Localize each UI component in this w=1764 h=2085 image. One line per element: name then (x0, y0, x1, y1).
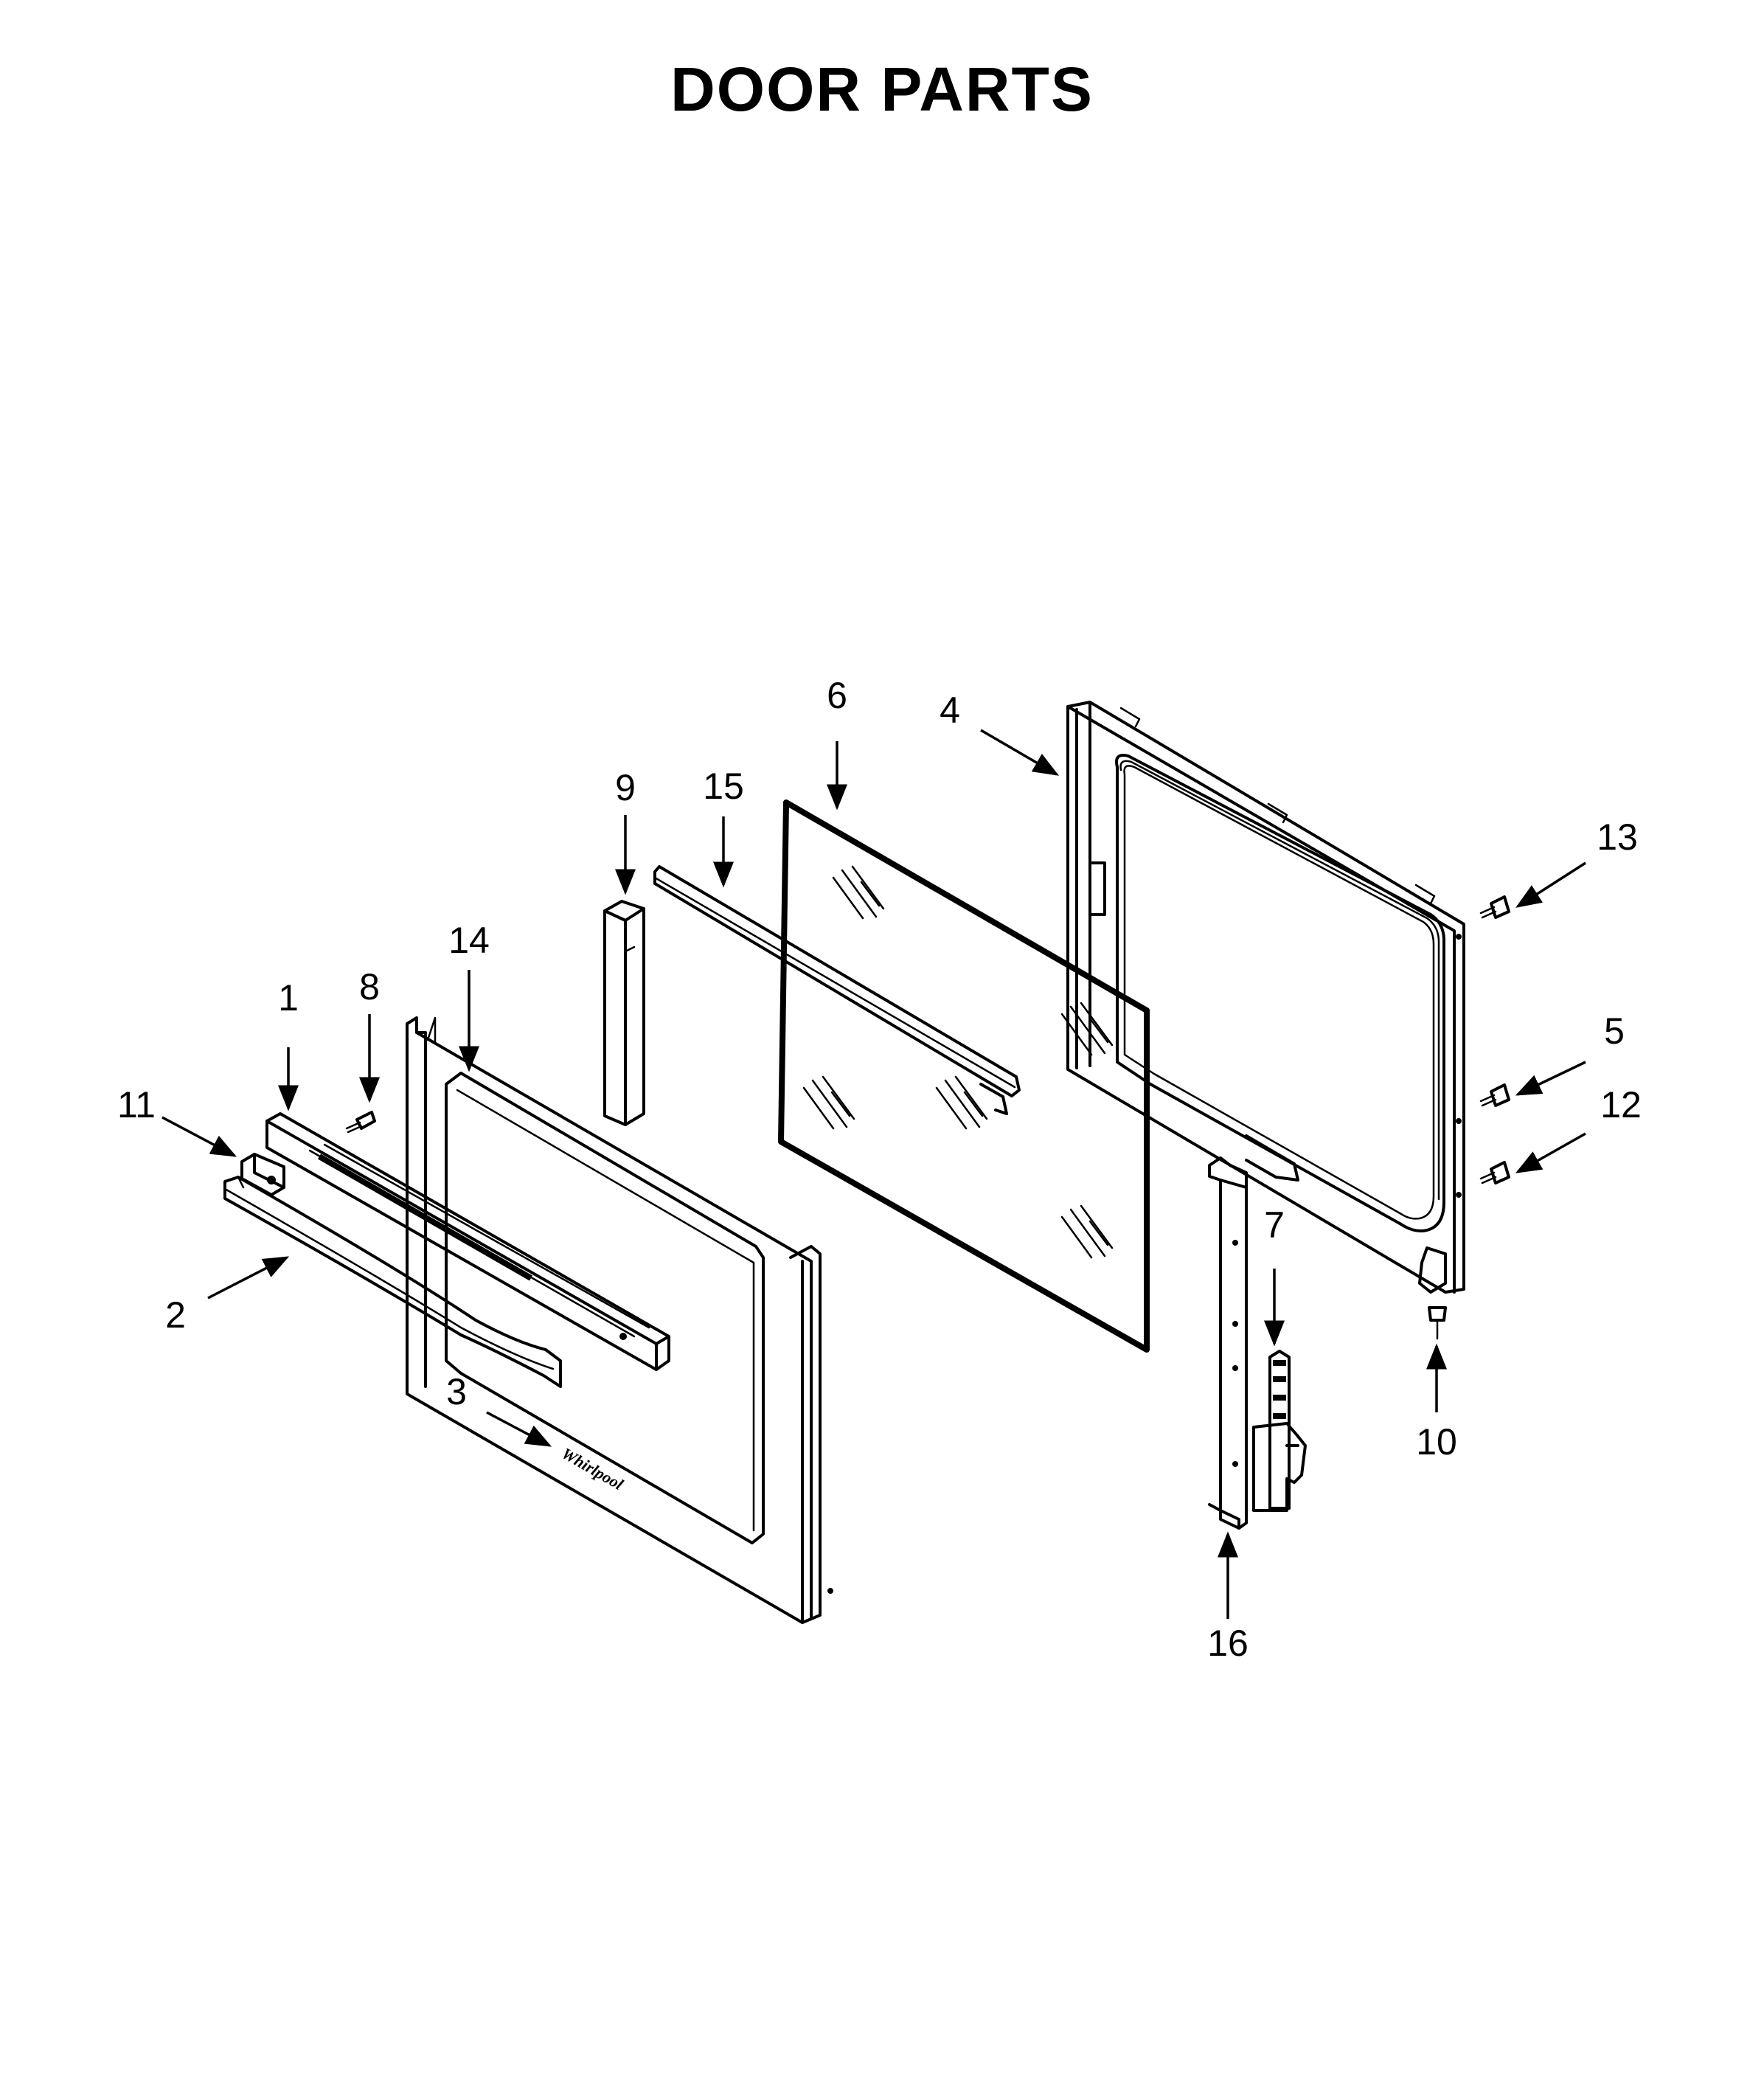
part-11-end-cap (240, 1153, 285, 1196)
part-16-hinge-receiver (1208, 1156, 1248, 1530)
part-7-hinge (1252, 1350, 1307, 1512)
callout-4: 4 (940, 690, 960, 731)
part-12-screw (1479, 1161, 1510, 1184)
part-5-screw (1479, 1083, 1510, 1107)
callout-5: 5 (1604, 1010, 1625, 1052)
callout-10: 10 (1416, 1421, 1457, 1463)
part-1-handle-support (265, 1112, 670, 1371)
callout-leader-lines (162, 729, 1586, 1619)
part-8-screw (345, 1111, 376, 1134)
callout-9: 9 (615, 767, 636, 808)
part-6-oven-door-glass (778, 799, 1150, 1353)
part-15-glass-retainer (653, 865, 1021, 1115)
part-4-inner-door-panel (1066, 701, 1465, 1294)
part-2-handle (223, 1176, 562, 1388)
callout-6: 6 (827, 675, 847, 716)
callout-3: 3 (446, 1371, 467, 1412)
part-13-screw (1479, 895, 1510, 919)
callout-14: 14 (448, 920, 490, 961)
callout-1: 1 (278, 977, 299, 1019)
callout-7: 7 (1264, 1204, 1285, 1246)
part-14-outer-door-panel: Whirlpool (406, 1016, 833, 1624)
callout-labels: 1 2 3 4 5 6 7 8 9 10 11 12 13 14 15 16 (117, 675, 1642, 1664)
callout-8: 8 (359, 966, 380, 1007)
callout-2: 2 (165, 1294, 186, 1336)
callout-12: 12 (1600, 1084, 1642, 1125)
diagram-title: DOOR PARTS (670, 55, 1094, 124)
callout-11: 11 (117, 1084, 156, 1125)
callout-13: 13 (1597, 816, 1638, 858)
callout-16: 16 (1207, 1623, 1249, 1664)
part-10-screw (1428, 1306, 1447, 1340)
part-9-insulation (603, 900, 645, 1126)
callout-15: 15 (703, 766, 744, 807)
